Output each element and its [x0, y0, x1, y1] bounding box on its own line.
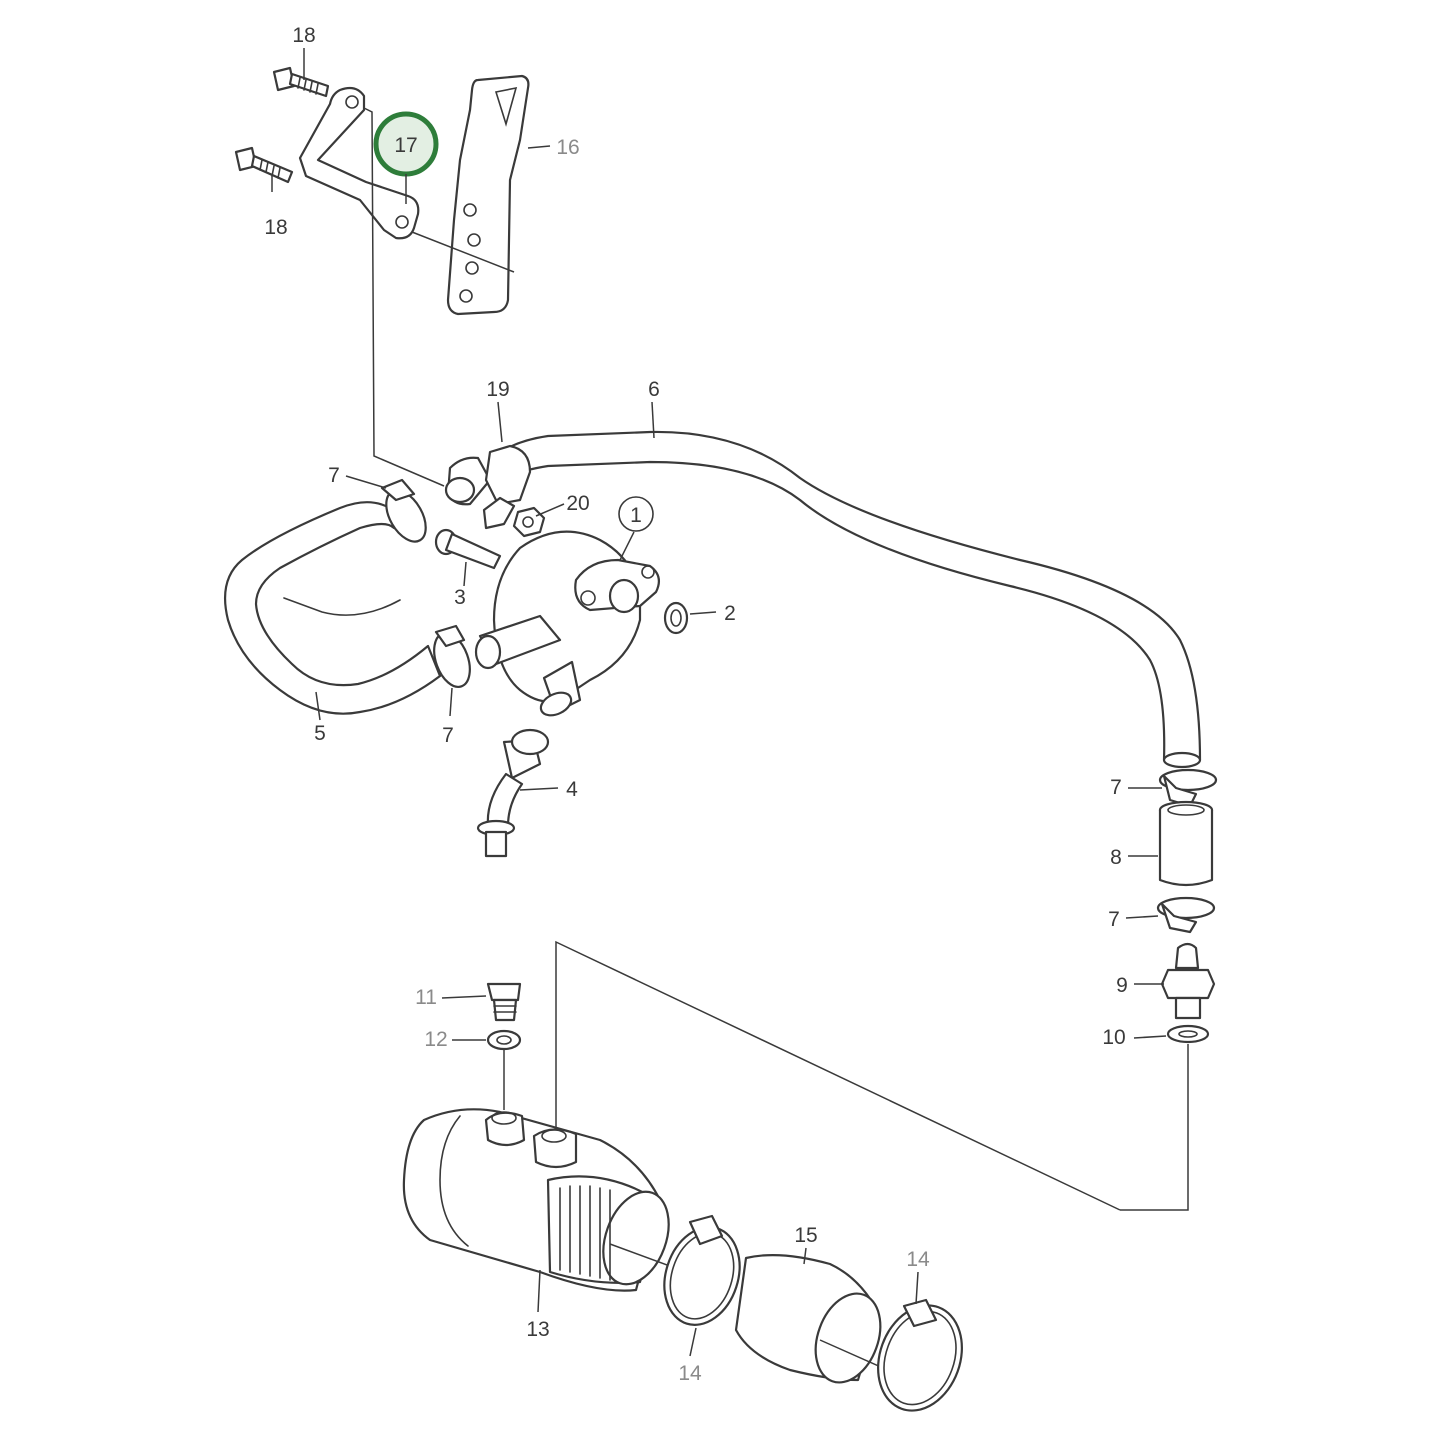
callout-19: 19 [486, 378, 509, 401]
callout-18-bottom: 18 [264, 216, 287, 239]
alignment-line [555, 940, 1121, 1211]
housing-13 [402, 1108, 670, 1292]
alignment-line [1120, 1044, 1189, 1211]
plug-11 [486, 982, 522, 1022]
alignment-line [363, 107, 445, 487]
pipe-4 [476, 728, 550, 858]
clamp-7-right-bottom [1156, 896, 1216, 934]
plate-hole [459, 289, 473, 303]
hose-inner-edge [283, 597, 401, 616]
alignment-line [411, 231, 515, 273]
bolt-18-top [272, 66, 330, 98]
callout-12: 12 [424, 1028, 447, 1051]
callout-labels: 18 18 16 19 6 7 20 1 3 2 5 7 4 7 8 7 9 1… [264, 24, 1128, 1385]
callout-10: 10 [1102, 1026, 1125, 1049]
callout-18-top: 18 [292, 24, 315, 47]
connector-19 [444, 444, 532, 530]
plate-hole [463, 203, 477, 217]
callout-2: 2 [724, 602, 736, 625]
washer-2 [663, 601, 689, 635]
leader-lines [271, 48, 1167, 1357]
clamp-7-upper-left [380, 478, 427, 543]
highlight-callout-17[interactable]: 17 [373, 111, 439, 204]
callout-1-circle [618, 496, 654, 532]
sleeve-15 [734, 1254, 882, 1384]
plate-hole [467, 233, 481, 247]
callout-11: 11 [415, 986, 437, 1009]
bracket-hole [395, 215, 409, 229]
bolt-18-bottom [234, 146, 294, 184]
washer-10 [1166, 1024, 1210, 1044]
callout-6: 6 [648, 378, 660, 401]
bracket-hole [345, 95, 359, 109]
callout-7-upper-left: 7 [328, 464, 340, 487]
callout-8: 8 [1110, 846, 1122, 869]
callout-7-lower-left: 7 [442, 724, 454, 747]
nipple-9 [1160, 942, 1216, 1020]
clamp-14-left [663, 1214, 741, 1326]
callout-17: 17 [394, 134, 417, 157]
plate-hole [465, 261, 479, 275]
washer-12 [486, 1029, 522, 1051]
callout-5: 5 [314, 722, 326, 745]
callout-13: 13 [526, 1318, 549, 1341]
hose-end [1162, 751, 1202, 769]
bracket-17 [298, 86, 420, 240]
callout-15: 15 [794, 1224, 817, 1247]
bolt-3 [434, 528, 502, 570]
callout-20: 20 [566, 492, 589, 515]
callout-4: 4 [566, 778, 578, 801]
clamp-14-right [877, 1298, 963, 1412]
clamp-7-lower-left [433, 624, 471, 688]
hose-6 [498, 430, 1202, 769]
nut-20 [512, 506, 546, 538]
callout-16: 16 [556, 136, 579, 159]
housing-1 [474, 530, 661, 717]
callout-7-right-top: 7 [1110, 776, 1122, 799]
callout-7-right-bottom: 7 [1108, 908, 1120, 931]
callout-9: 9 [1116, 974, 1128, 997]
plate-slot [494, 86, 518, 127]
clamp-7-right-top [1158, 768, 1218, 808]
callout-14-right: 14 [906, 1248, 930, 1271]
bracket-assembly [234, 66, 530, 487]
mounting-plate-16 [446, 74, 530, 316]
callout-14-bottom: 14 [678, 1362, 702, 1385]
sleeve-8 [1158, 800, 1214, 887]
hose-5 [224, 501, 442, 715]
callout-3: 3 [454, 586, 466, 609]
callout-1: 1 [630, 504, 642, 527]
